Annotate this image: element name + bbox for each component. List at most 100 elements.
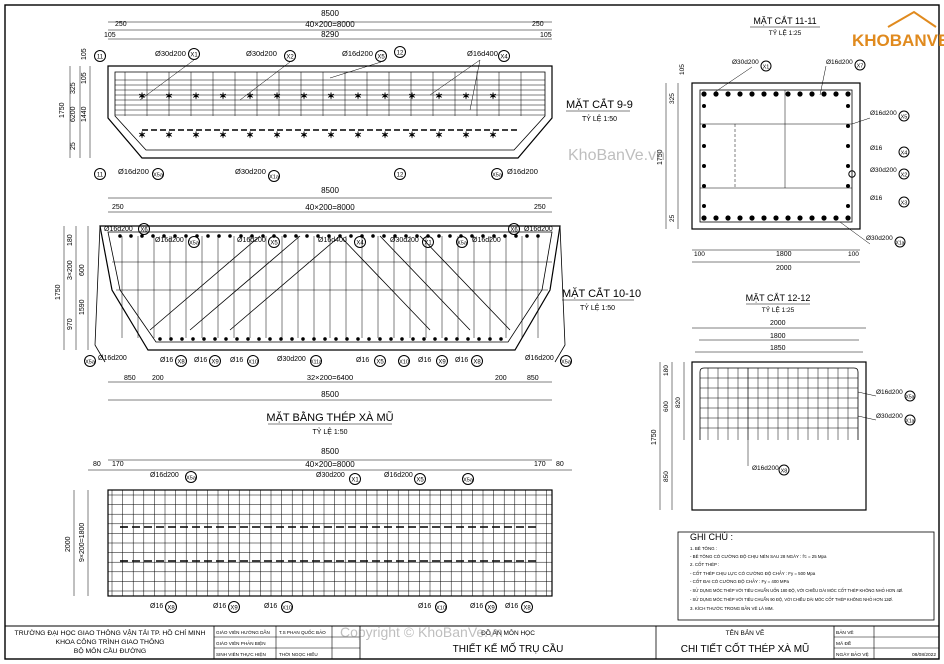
dim-600-12: 600 xyxy=(663,401,670,412)
dim-6200-9: 6200 xyxy=(70,106,77,122)
plan-view: MẶT BẰNG THÉP XÀ MŨ TỶ LỆ 1:50 8500 80 1… xyxy=(65,411,572,613)
watermark-bottom: Copyright © KhoBanVe.vn xyxy=(340,624,503,640)
section-11-title: MẶT CẮT 11-11 xyxy=(753,16,816,26)
marker-X1 xyxy=(188,48,200,60)
marker-X10-p1 xyxy=(281,601,293,613)
label-16d200-10g: Ø16d200 xyxy=(525,355,554,362)
bar-dot xyxy=(761,91,767,97)
marker-X5-text: X5 xyxy=(377,55,385,61)
marker-12-top-text: 12 xyxy=(397,51,404,57)
bar-dot xyxy=(437,234,441,238)
bar-dot xyxy=(846,204,850,208)
marker-X9-10b xyxy=(436,355,448,367)
section-9-scale: TỶ LỆ 1:50 xyxy=(582,114,617,123)
bar-dot xyxy=(191,337,195,341)
bar-dot xyxy=(422,337,426,341)
bar-star-icon: ✶ xyxy=(381,91,389,101)
note-line-4: - CỐT ĐAI CÓ CƯỜNG ĐỘ CHẢY : Fy = 400 MP… xyxy=(690,579,790,584)
note-line-2: 2. CỐT THÉP : xyxy=(690,562,719,567)
watermark-mid: KhoBanVe.vn xyxy=(568,147,665,164)
bar-dot xyxy=(525,234,529,238)
bar-dot xyxy=(821,91,827,97)
marker-X9-10a-text: X9 xyxy=(211,360,219,366)
marker-X8-10b xyxy=(471,355,483,367)
faculty-name: KHOA CÔNG TRÌNH GIAO THÔNG xyxy=(56,637,165,646)
bar-star-icon: ✶ xyxy=(300,91,308,101)
bar-dot xyxy=(702,204,706,208)
marker-X6-r-text: X6 xyxy=(510,228,518,234)
marker-11-bottom xyxy=(94,168,106,180)
bar-dot xyxy=(737,91,743,97)
label-16-10f: Ø16 xyxy=(455,357,468,364)
marker-X8-p1-text: X8 xyxy=(167,606,175,612)
notes-box xyxy=(677,531,935,621)
bar-dot xyxy=(158,337,162,341)
marker-X6-l-text: X6 xyxy=(140,228,148,234)
dim-total-plan: 8500 xyxy=(321,447,339,456)
bar-dot xyxy=(202,337,206,341)
bar-dot xyxy=(433,337,437,341)
bar-dot xyxy=(323,337,327,341)
bar-dot xyxy=(701,91,707,97)
dim-180-12: 180 xyxy=(663,365,670,376)
label-16-p4: Ø16 xyxy=(418,603,431,610)
bar-dot xyxy=(833,215,839,221)
dim-250-left-9: 250 xyxy=(115,21,127,28)
bar-dot xyxy=(169,337,173,341)
bar-dot xyxy=(228,234,232,238)
dim-80-r: 80 xyxy=(556,461,564,468)
marker-11-top-text: 11 xyxy=(97,55,104,61)
marker-X1a-11-text: X1a xyxy=(896,241,905,247)
bar-star-icon: ✶ xyxy=(354,91,362,101)
notes: GHI CHÚ : 1. BÊ TÔNG : - BÊ TÔNG CÓ CƯỜN… xyxy=(677,531,935,621)
bar-dot xyxy=(749,91,755,97)
marker-X5-p xyxy=(414,473,426,485)
marker-X5-10b xyxy=(374,355,386,367)
note-line-5: - SỬ DỤNG MÓC THÉP VỚI TIÊU CHUẨN UỐN 18… xyxy=(690,588,903,593)
label-16d200-a: Ø16d200 xyxy=(342,49,373,58)
bar-bent xyxy=(229,235,341,331)
dim-2000-11: 2000 xyxy=(776,265,792,272)
bar-star-icon: ✶ xyxy=(408,130,416,140)
bar-dot xyxy=(845,215,851,221)
dim-850-12: 850 xyxy=(663,471,670,482)
dim-1750-10: 1750 xyxy=(55,284,62,300)
marker-X4-text: X4 xyxy=(500,55,508,61)
plan-title: MẶT BẰNG THÉP XÀ MŨ xyxy=(266,411,393,424)
marker-X5a-p1 xyxy=(185,471,197,483)
marker-X10-p2-text: X10 xyxy=(436,606,446,612)
bar-dot xyxy=(400,337,404,341)
dim-80-l: 80 xyxy=(93,461,101,468)
marker-X10-p2 xyxy=(435,601,447,613)
marker-X1-p xyxy=(349,473,361,485)
bar-end-hook xyxy=(554,225,566,363)
bar-bent xyxy=(189,235,301,331)
marker-X11a-10 xyxy=(310,355,322,367)
dim-600-10: 600 xyxy=(79,264,86,276)
dim-250-l-10: 250 xyxy=(112,204,124,211)
marker-X9-p1 xyxy=(228,601,240,613)
marker-X5a-10br xyxy=(560,355,572,367)
label-16d200-12: Ø16d200 xyxy=(876,389,903,396)
bar-dot xyxy=(180,337,184,341)
marker-X1a xyxy=(268,170,280,182)
bar-dot xyxy=(846,124,850,128)
marker-X10-10b xyxy=(398,355,410,367)
bar-dot xyxy=(382,234,386,238)
bar-bent xyxy=(339,235,431,331)
label-16-10d: Ø16 xyxy=(356,357,369,364)
bar-end-hook xyxy=(94,225,106,363)
bar-dot xyxy=(702,184,706,188)
logo-text: KHOBANVE xyxy=(852,31,944,50)
role-supervisor: GIÁO VIÊN HƯỚNG DẪN xyxy=(216,628,270,635)
bar-dot xyxy=(283,234,287,238)
logo-roof-icon xyxy=(887,10,937,28)
dim-180-10: 180 xyxy=(67,234,74,246)
label-16-p6: Ø16 xyxy=(505,603,518,610)
dim-100-11r: 100 xyxy=(848,251,859,258)
bar-dot xyxy=(349,234,353,238)
marker-X1-p-text: X1 xyxy=(351,478,359,484)
dim-170-r: 170 xyxy=(534,461,546,468)
bar-dot xyxy=(404,234,408,238)
marker-X5a-10 xyxy=(188,236,200,248)
